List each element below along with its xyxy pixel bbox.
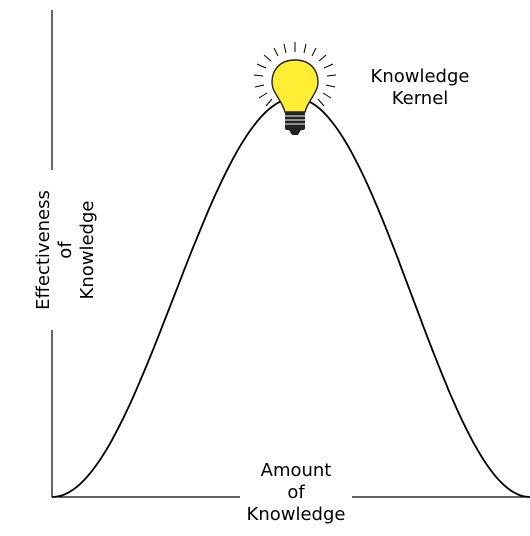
bulb-glass bbox=[271, 59, 319, 113]
bulb-base bbox=[285, 112, 305, 135]
light-rays bbox=[253, 42, 337, 107]
knowledge-kernel-label: Knowledge Kernel bbox=[370, 66, 470, 109]
x-axis-label: Amount of Knowledge bbox=[240, 460, 352, 526]
bell-curve bbox=[51, 97, 530, 498]
lightbulb-icon bbox=[253, 42, 337, 135]
